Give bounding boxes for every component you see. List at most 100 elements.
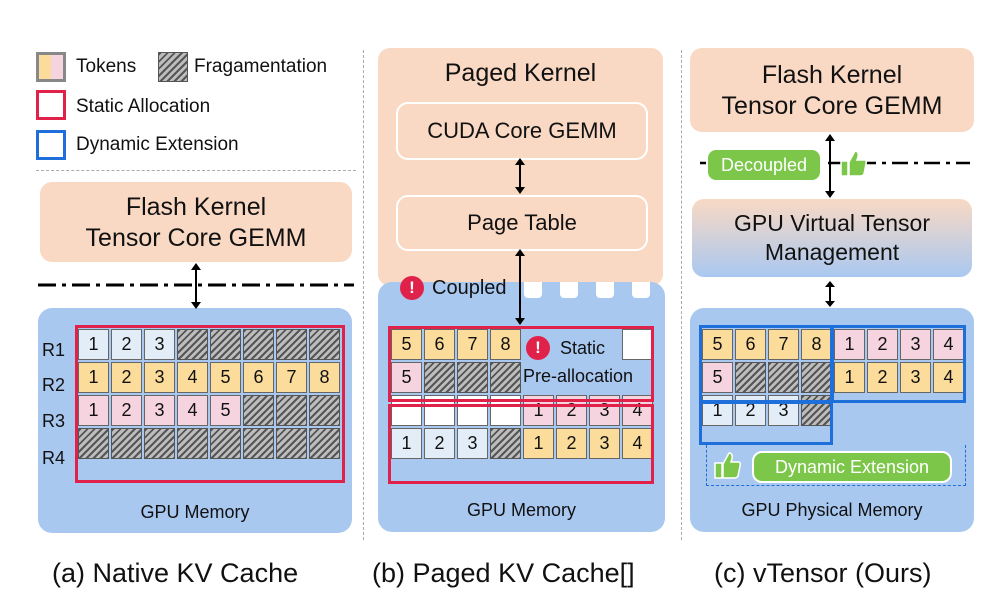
- thumbs-up-icon: [714, 450, 742, 480]
- panel-c-dynamic-frame-left: [699, 325, 833, 403]
- panel-c-memory-label: GPU Physical Memory: [741, 500, 923, 520]
- panel-b-coupled-label: Coupled: [432, 277, 507, 299]
- fragment-cell: [276, 395, 307, 426]
- panel-b-static-label: Static: [560, 338, 606, 358]
- static-allocation-legend-swatch: [36, 90, 66, 120]
- fragment-cell: [111, 428, 142, 459]
- token-cell: [622, 329, 653, 360]
- panel-c-flash-kernel: Flash Kernel Tensor Core GEMM: [690, 48, 974, 132]
- row-label-r1: R1: [42, 340, 66, 360]
- fragment-cell: [309, 329, 340, 360]
- panel-c-dynamic-frame-right: [831, 325, 966, 403]
- legend-fragmentation-label: Fragamentation: [194, 56, 328, 77]
- fragment-cell: [276, 428, 307, 459]
- panel-a-kernel-line1: Flash Kernel: [125, 193, 267, 221]
- token-cell: 7: [276, 362, 307, 393]
- fragment-cell: [177, 329, 208, 360]
- panel-b-static-frame-bottom: [388, 404, 654, 484]
- fragment-cell: [309, 395, 340, 426]
- token-cell: 6: [424, 329, 455, 360]
- panel-c-kernel-line1: Flash Kernel: [761, 61, 903, 89]
- fragment-cell: [276, 329, 307, 360]
- token-cell: 7: [457, 329, 488, 360]
- token-cell: 4: [622, 428, 653, 459]
- fragment-cell: [243, 395, 274, 426]
- panel-b-cuda-core-box: CUDA Core GEMM: [396, 102, 648, 160]
- token-cell: 1: [78, 395, 109, 426]
- fragment-cell: [735, 362, 766, 393]
- fragment-cell: [309, 428, 340, 459]
- panel-b-coupled-warning-icon: !: [400, 276, 424, 300]
- panel-b-kernel-title: Paged Kernel: [444, 59, 597, 87]
- fragment-cell: [210, 428, 241, 459]
- token-cell: 1: [523, 428, 554, 459]
- fragment-cell: [490, 428, 521, 459]
- panel-a-caption: (a) Native KV Cache: [52, 558, 299, 588]
- panel-b-memory-label: GPU Memory: [466, 500, 576, 520]
- token-cell: 2: [111, 395, 142, 426]
- token-legend-swatch: [36, 52, 66, 82]
- fragment-cell: [243, 428, 274, 459]
- panel-a-arrow: [191, 263, 201, 309]
- panel-c-dynamic-extension-badge: Dynamic Extension: [752, 451, 952, 483]
- thumbs-up-icon: [840, 148, 868, 178]
- fragment-cell: [457, 362, 488, 393]
- token-cell: 2: [556, 428, 587, 459]
- token-cell: 3: [144, 395, 175, 426]
- token-cell: 8: [490, 329, 521, 360]
- panel-separator-right: [681, 50, 682, 540]
- token-cell: 7: [768, 329, 799, 360]
- token-cell: 3: [900, 329, 931, 360]
- panel-c-decoupled-badge: Decoupled: [706, 148, 822, 182]
- panel-a-memory-label: GPU Memory: [140, 502, 250, 522]
- panel-c-dynamic-extension-area: [706, 445, 966, 486]
- token-cell: 3: [144, 362, 175, 393]
- panel-c-virtual-tensor-management: GPU Virtual Tensor Management: [692, 199, 972, 277]
- token-cell: 5: [702, 362, 733, 393]
- fragment-cell: [78, 428, 109, 459]
- token-cell: 2: [867, 362, 898, 393]
- token-cell: 2: [111, 329, 142, 360]
- token-cell: 5: [210, 362, 241, 393]
- panel-b-page-memory-arrow: [515, 249, 525, 325]
- row-label-r4: R4: [42, 448, 66, 468]
- panel-c-dynamic-frame-bottom: [699, 401, 833, 445]
- panel-b-cuda-page-arrow: [515, 158, 525, 194]
- legend: Tokens Fragamentation Static Allocation …: [36, 50, 356, 165]
- token-cell: 8: [309, 362, 340, 393]
- token-cell: 5: [391, 362, 422, 393]
- dynamic-extension-legend-swatch: [36, 130, 66, 160]
- token-cell: 2: [867, 329, 898, 360]
- panel-c-mgmt-line1: GPU Virtual Tensor: [733, 210, 931, 236]
- row-label-r3: R3: [42, 411, 66, 431]
- panel-b-caption: (b) Paged KV Cache[]: [372, 558, 635, 588]
- legend-dynamic-extension-label: Dynamic Extension: [76, 134, 239, 155]
- token-cell: 1: [834, 329, 865, 360]
- token-cell: 3: [457, 428, 488, 459]
- fragment-cell: [490, 362, 521, 393]
- panel-c-kernel-line2: Tensor Core GEMM: [721, 92, 943, 121]
- fragment-cell: [424, 362, 455, 393]
- token-cell: 3: [589, 428, 620, 459]
- fragment-cell: [243, 329, 274, 360]
- panel-a-dashdot-line: [38, 283, 354, 287]
- panel-b-static-warning-icon: !: [526, 336, 550, 360]
- token-cell: 1: [78, 362, 109, 393]
- fragmentation-legend-swatch: [158, 52, 188, 82]
- panel-a-static-allocation-frame: [75, 325, 345, 483]
- panel-a-flash-kernel: Flash Kernel Tensor Core GEMM: [40, 182, 352, 262]
- token-cell: 4: [177, 362, 208, 393]
- token-cell: 4: [933, 362, 964, 393]
- panel-b-static-frame-top: [388, 326, 654, 402]
- token-cell: 5: [391, 329, 422, 360]
- panel-b-teeth: [522, 282, 662, 298]
- row-label-r2: R2: [42, 375, 66, 395]
- token-cell: 8: [801, 329, 832, 360]
- legend-static-allocation-label: Static Allocation: [76, 96, 211, 117]
- token-cell: 4: [177, 395, 208, 426]
- token-cell: 5: [702, 329, 733, 360]
- token-cell: 2: [424, 428, 455, 459]
- token-cell: 2: [111, 362, 142, 393]
- token-cell: 3: [144, 329, 175, 360]
- token-cell: 1: [78, 329, 109, 360]
